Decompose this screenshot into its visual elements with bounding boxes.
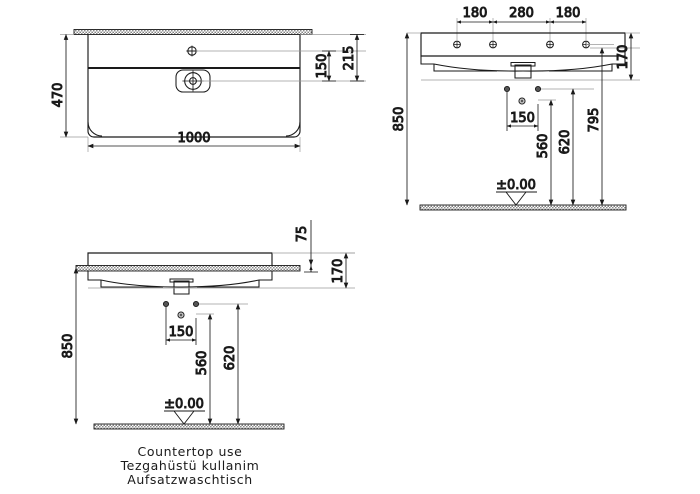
- countertop-caption: Countertop use Tezgahüstü kullanim Aufsa…: [120, 444, 260, 487]
- dim-label-215: 215: [342, 46, 357, 71]
- dim-label-170-wall: 170: [616, 45, 631, 70]
- dim-label-620-wall: 620: [558, 130, 573, 155]
- front-elevation-view: 470 1000 150 215: [51, 29, 366, 152]
- countertop-elevation-view: 75 170 150 ±0.00 850: [61, 220, 355, 430]
- dim-label-150-wall: 150: [510, 111, 535, 126]
- dim-countertop-560: 560: [195, 313, 214, 425]
- dim-label-150-front: 150: [315, 54, 330, 79]
- dim-label-280: 280: [509, 6, 534, 21]
- dim-label-620-countertop: 620: [223, 346, 238, 371]
- wall-side-elevation-view: 180 280 180: [392, 6, 640, 211]
- dim-front-215: 215: [342, 33, 364, 82]
- dim-label-75: 75: [295, 226, 310, 243]
- dim-countertop-75: 75: [295, 220, 318, 273]
- basin-outline-front: [87, 34, 301, 138]
- caption-line-english: Countertop use: [138, 444, 243, 459]
- countertop-extension-lines: [88, 252, 355, 305]
- wall-fixing-bolts: [503, 85, 542, 105]
- dim-wall-795: 795: [587, 47, 605, 206]
- dim-label-850-countertop: 850: [61, 334, 76, 359]
- level-label-countertop: ±0.00: [164, 397, 204, 412]
- front-wall-band: [73, 29, 313, 35]
- dim-wall-170: 170: [616, 32, 640, 81]
- tap-hole-front: [186, 45, 198, 57]
- dim-countertop-620: 620: [223, 303, 241, 425]
- dim-wall-620: 620: [558, 88, 576, 206]
- countertop-fixing-bolts: [162, 300, 200, 319]
- basin-outline-countertop: [75, 252, 301, 288]
- caption-line-german: Aufsatzwaschtisch: [127, 472, 253, 487]
- dim-label-170-countertop: 170: [331, 259, 346, 284]
- waste-trap-countertop: [169, 278, 194, 295]
- dim-label-180-right: 180: [556, 6, 581, 21]
- dim-hole-spacing: 180 280 180: [456, 6, 587, 40]
- level-label-wall: ±0.00: [496, 178, 536, 193]
- floor-band-wall: [419, 204, 627, 211]
- dim-wall-560: 560: [536, 99, 556, 206]
- basin-outline-wall: [420, 32, 626, 72]
- dim-label-560-countertop: 560: [195, 351, 210, 376]
- front-extension-lines: [196, 34, 366, 82]
- level-marker-wall: ±0.00: [496, 178, 537, 206]
- dim-wall-850: 850: [392, 32, 421, 206]
- dim-label-470: 470: [51, 83, 66, 108]
- dim-front-width-1000: 1000: [87, 131, 301, 152]
- dim-front-150: 150: [315, 50, 336, 82]
- dim-front-height-470: 470: [51, 33, 88, 138]
- dim-countertop-150: 150: [165, 307, 197, 345]
- dim-countertop-170: 170: [331, 252, 355, 289]
- level-marker-countertop: ±0.00: [164, 397, 205, 425]
- dim-label-850-wall: 850: [392, 107, 407, 132]
- caption-line-turkish: Tezgahüstü kullanim: [120, 458, 260, 473]
- waste-trap-wall: [510, 62, 536, 79]
- dim-label-180-left: 180: [463, 6, 488, 21]
- dim-wall-150: 150: [506, 92, 539, 131]
- floor-band-countertop: [93, 423, 285, 430]
- dim-label-560-wall: 560: [536, 134, 551, 159]
- dim-label-150-countertop: 150: [169, 325, 194, 340]
- tap-holes-wall: [453, 40, 590, 49]
- dim-label-1000: 1000: [177, 131, 210, 146]
- dim-countertop-850: 850: [61, 267, 79, 425]
- dim-label-795-wall: 795: [587, 108, 602, 133]
